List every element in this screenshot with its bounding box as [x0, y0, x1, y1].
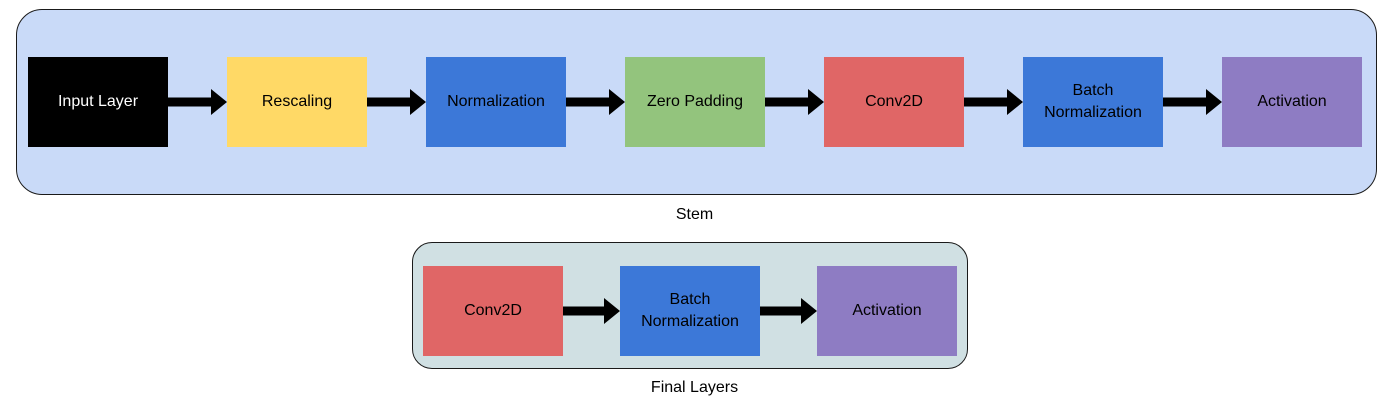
arrow-shape	[964, 89, 1023, 115]
stem-arrow	[765, 89, 824, 115]
stem-arrow	[367, 89, 426, 115]
stem-node-batch-normalization: Batch Normalization	[1023, 57, 1163, 147]
final-node-batch-normalization: Batch Normalization	[620, 266, 760, 356]
stem-arrow	[168, 89, 227, 115]
stem-node-input-layer: Input Layer	[28, 57, 168, 147]
final-arrow	[563, 298, 620, 324]
arrow-shape	[563, 298, 620, 324]
stem-group-label: Stem	[675, 206, 714, 223]
final-node-conv2d: Conv2D	[423, 266, 563, 356]
stem-node-normalization: Normalization	[426, 57, 566, 147]
stem-node-rescaling: Rescaling	[227, 57, 367, 147]
arrow-shape	[367, 89, 426, 115]
arrow-shape	[168, 89, 227, 115]
arrow-shape	[1163, 89, 1222, 115]
stem-arrow	[964, 89, 1023, 115]
stem-arrow	[566, 89, 625, 115]
arrow-shape	[760, 298, 817, 324]
stem-node-conv2d: Conv2D	[824, 57, 964, 147]
final-layers-group-label: Final Layers	[650, 379, 739, 396]
final-node-activation: Activation	[817, 266, 957, 356]
stem-node-activation: Activation	[1222, 57, 1362, 147]
arrow-shape	[566, 89, 625, 115]
stem-arrow	[1163, 89, 1222, 115]
arrow-shape	[765, 89, 824, 115]
stem-node-zero-padding: Zero Padding	[625, 57, 765, 147]
final-arrow	[760, 298, 817, 324]
